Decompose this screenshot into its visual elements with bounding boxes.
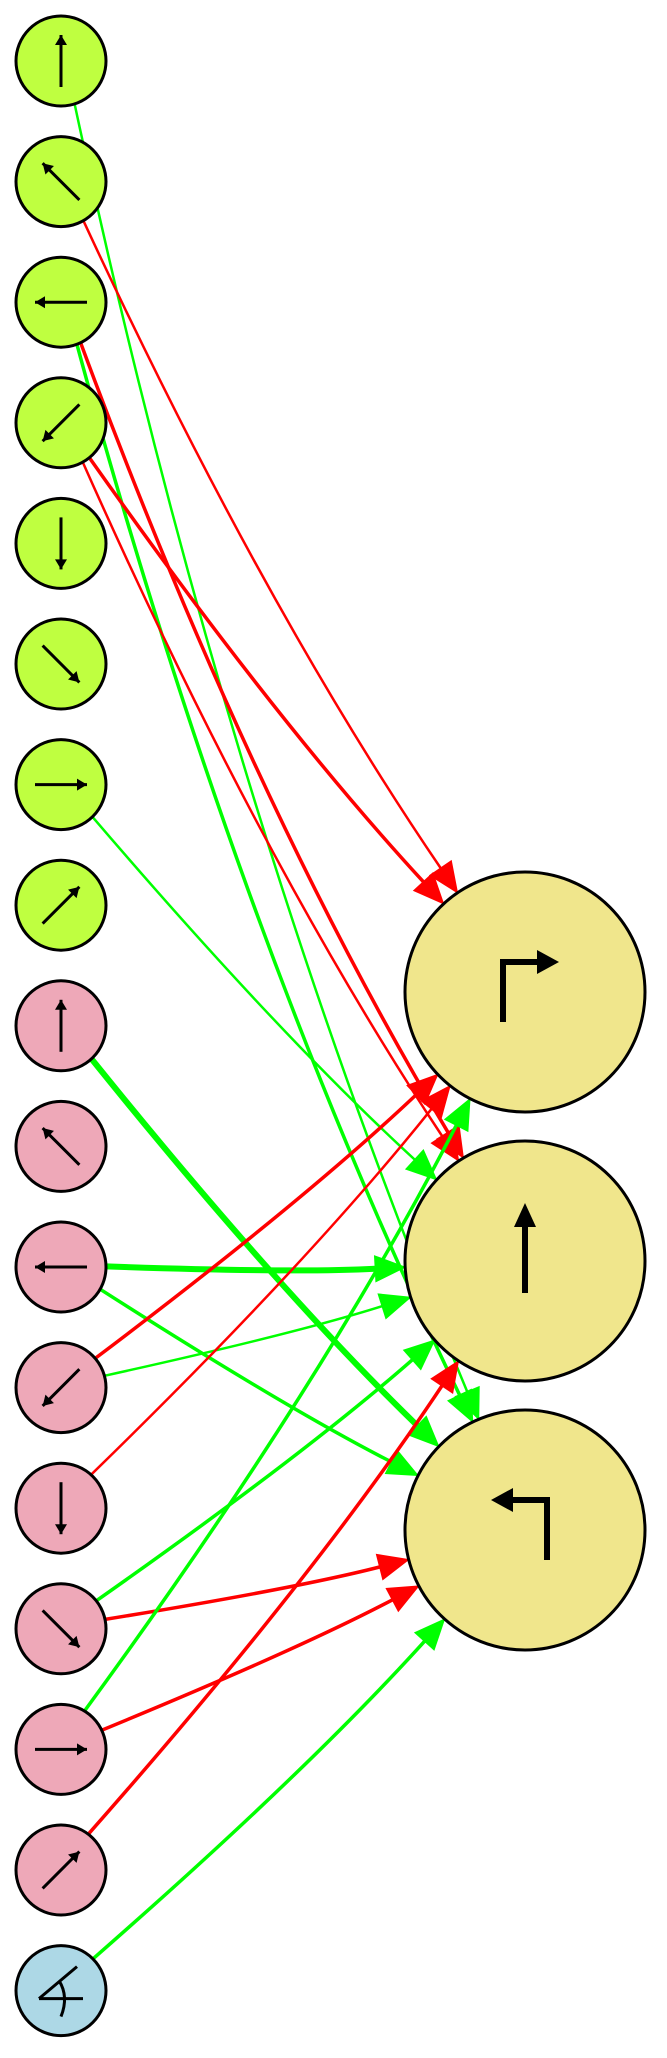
input-node-p7 (14, 1823, 108, 1917)
arrow-up-left-icon (41, 1126, 81, 1166)
arrow-left-icon (35, 1261, 87, 1273)
edge-line (81, 461, 444, 1137)
edge-arrowhead (404, 1148, 438, 1181)
arrow-up-icon (55, 35, 67, 87)
edge-p5-o2 (104, 1553, 410, 1622)
edge-line (75, 343, 462, 1396)
output-node-o2 (403, 1408, 647, 1652)
arrow-right-icon (35, 1743, 87, 1756)
input-node-g3 (14, 376, 108, 470)
input-node-g7 (14, 858, 108, 952)
input-node-b0 (14, 1944, 108, 2038)
edge-line (99, 1287, 393, 1464)
edge-line (90, 1108, 433, 1476)
edge-arrowhead (412, 872, 445, 905)
edge-g1-o0 (82, 220, 459, 894)
edge-line (95, 1358, 414, 1603)
input-node-p3 (14, 1341, 108, 1435)
edge-arrowhead (446, 1388, 474, 1424)
output-node-o1 (403, 1139, 647, 1383)
angle-icon (38, 1965, 83, 2018)
edge-line (82, 220, 442, 869)
arrow-down-icon (55, 517, 67, 570)
straight-up-icon (514, 1203, 536, 1293)
edge-arrowhead (402, 1339, 436, 1371)
input-node-circle (14, 1944, 108, 2038)
edge-g6-o1 (91, 815, 438, 1181)
edge-line (101, 1598, 394, 1732)
edge-p4-o0 (90, 1084, 451, 1476)
input-node-p2 (14, 1220, 108, 1314)
edge-g3-o0 (87, 456, 445, 905)
edge-b0-o2 (91, 1618, 446, 1961)
arrow-up-icon (55, 999, 67, 1052)
edge-arrowhead (406, 1073, 439, 1106)
input-node-p6 (14, 1702, 108, 1796)
arrow-down-left-icon (41, 403, 81, 443)
arrow-up-right-icon (41, 1850, 81, 1890)
edge-arrowhead (430, 1359, 460, 1394)
edge-arrowhead (443, 1097, 471, 1133)
nodes-layer (14, 14, 647, 2038)
input-node-p1 (14, 1099, 108, 1193)
edge-p6-o2 (101, 1585, 420, 1732)
input-node-g4 (14, 496, 108, 590)
arrow-up-right-icon (41, 885, 81, 925)
output-node-circle (403, 1408, 647, 1652)
edge-line (91, 1640, 426, 1961)
edge-line (87, 456, 425, 883)
edge-g2-o2 (75, 343, 474, 1424)
edge-g2-o1 (78, 342, 465, 1160)
input-node-g2 (14, 255, 108, 349)
edge-line (104, 1305, 383, 1378)
input-node-g0 (14, 14, 108, 108)
edges-layer (73, 103, 480, 1961)
output-node-circle (403, 870, 647, 1114)
turn-left-icon (491, 1488, 550, 1560)
edge-line (78, 342, 450, 1134)
edge-arrowhead (420, 1084, 451, 1119)
input-node-p0 (14, 979, 108, 1073)
turn-right-icon (500, 950, 559, 1022)
edge-p3-o1 (104, 1293, 412, 1378)
edge-line (89, 1057, 420, 1428)
edge-p7-o1 (86, 1359, 460, 1836)
edge-p3-o0 (94, 1073, 439, 1360)
input-node-g5 (14, 617, 108, 711)
arrow-right-icon (35, 778, 87, 791)
edge-line (73, 103, 469, 1393)
input-node-g1 (14, 135, 108, 229)
input-node-p4 (14, 1461, 108, 1555)
edge-arrowhead (385, 1585, 420, 1613)
edge-arrowhead (377, 1293, 412, 1320)
edge-arrowhead (375, 1553, 410, 1581)
edge-arrowhead (428, 859, 459, 894)
arrow-down-left-icon (41, 1368, 81, 1408)
edge-arrowhead (407, 1415, 440, 1448)
edge-line (83, 1124, 458, 1713)
edge-line (104, 1565, 381, 1622)
arrow-down-right-icon (41, 1609, 81, 1649)
edge-line (91, 815, 416, 1161)
edge-line (86, 1384, 444, 1836)
arrow-left-icon (35, 296, 87, 309)
arrow-down-icon (55, 1482, 67, 1535)
edge-line (94, 1093, 418, 1360)
edge-arrowhead (413, 1618, 446, 1651)
input-node-p5 (14, 1582, 108, 1676)
edge-p5-o1 (95, 1339, 436, 1603)
arrow-down-right-icon (41, 644, 81, 684)
edge-p2-o1 (105, 1255, 407, 1283)
arrow-up-left-icon (41, 162, 81, 202)
input-node-g6 (14, 738, 108, 832)
edge-line (105, 1263, 376, 1274)
output-node-o0 (403, 870, 647, 1114)
edge-p6-o0 (83, 1097, 471, 1713)
